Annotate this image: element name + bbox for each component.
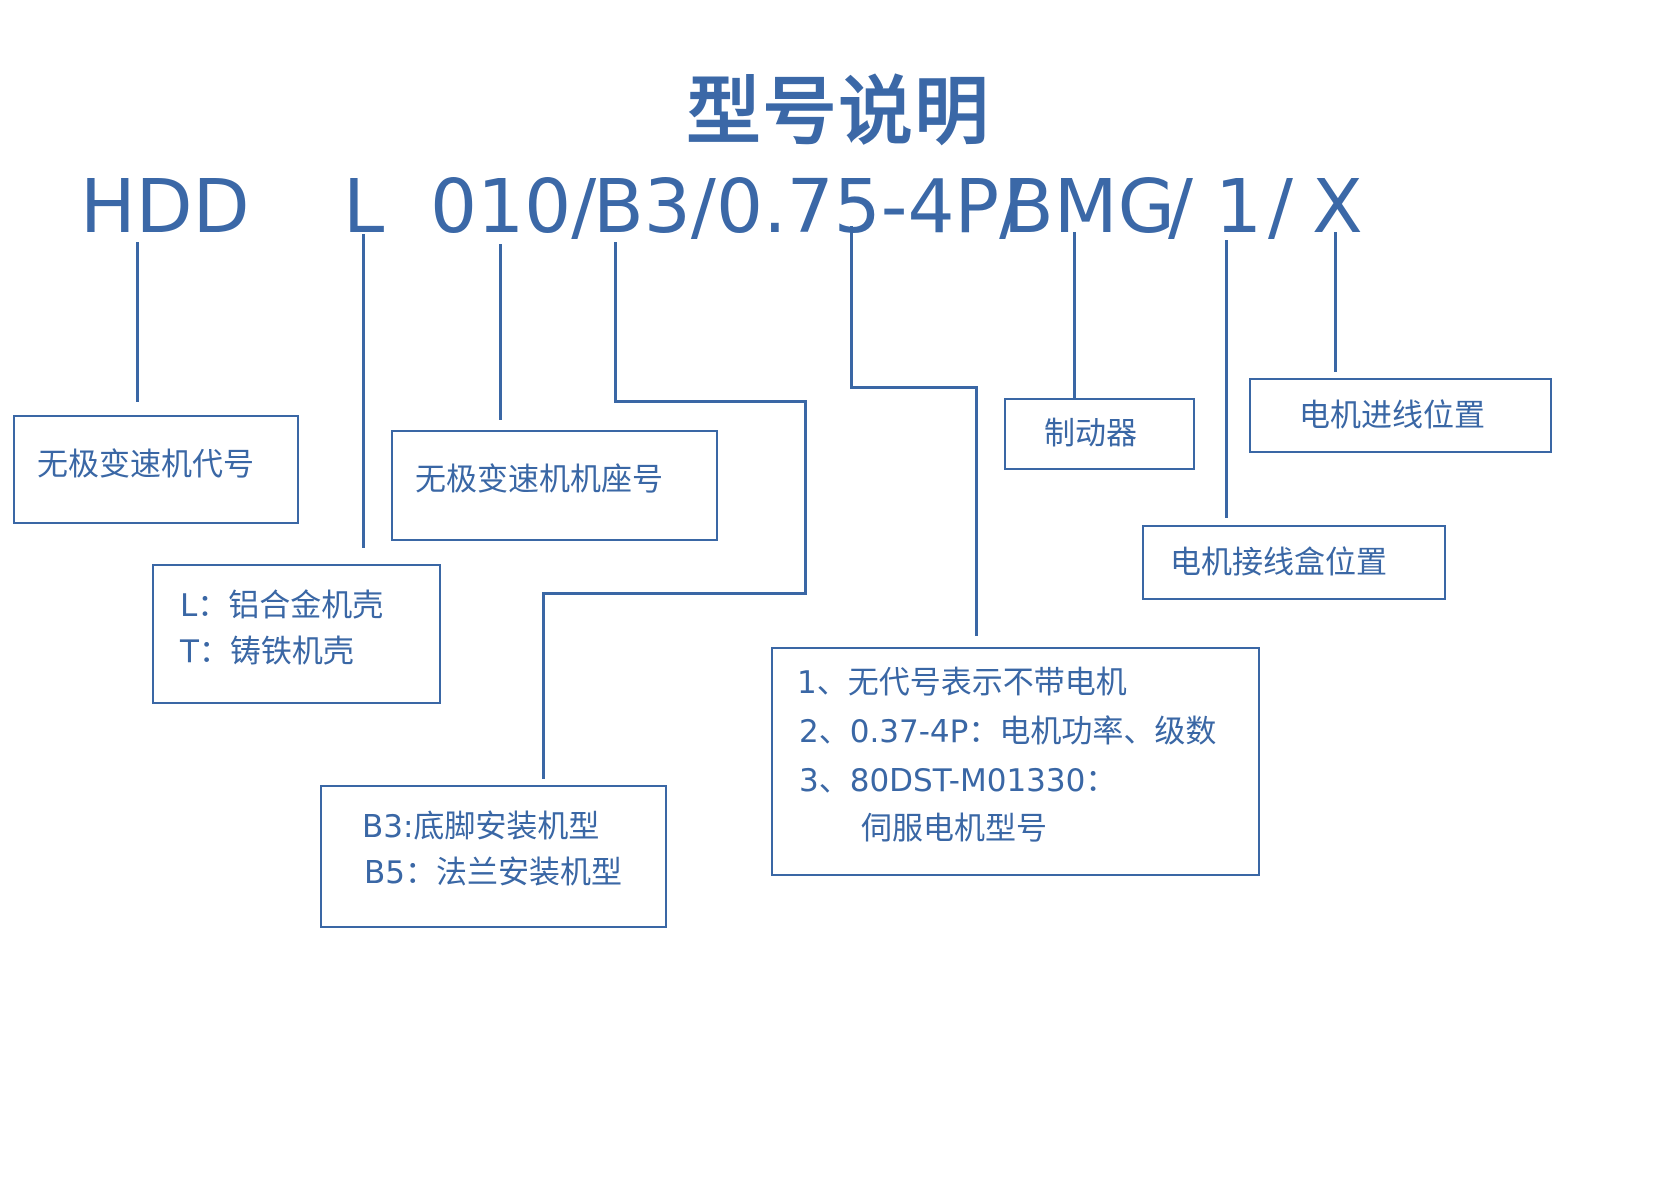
connector-mounting-5: [542, 592, 545, 779]
connector-series: [136, 242, 139, 402]
connector-mounting-3: [804, 400, 807, 595]
box-brake-label: 制动器: [1044, 416, 1137, 452]
connector-motor-3: [975, 386, 978, 636]
connector-motor-2: [850, 386, 978, 389]
code-frame-size: 010/: [430, 164, 597, 250]
code-separator-1: /: [1168, 164, 1193, 250]
box-brake: 制动器: [1004, 398, 1195, 470]
box-housing: L：铝合金机壳 T：铸铁机壳: [152, 564, 441, 704]
connector-mounting-4: [542, 592, 807, 595]
box-housing-line-1: L：铝合金机壳: [180, 588, 384, 624]
code-mounting: B3/: [593, 164, 716, 250]
box-series-label: 无极变速机代号: [37, 447, 254, 483]
box-motor: 1、无代号表示不带电机 2、0.37-4P：电机功率、级数 3、80DST-M0…: [771, 647, 1260, 876]
box-housing-line-2: T：铸铁机壳: [180, 634, 354, 670]
box-motor-line-4: 伺服电机型号: [861, 811, 1047, 847]
code-junction-box: 1: [1215, 164, 1263, 250]
code-motor: 0.75-4P/: [716, 164, 1025, 250]
box-mounting: B3:底脚安装机型 B5：法兰安装机型: [320, 785, 667, 928]
connector-mounting-1: [614, 242, 617, 402]
code-brake: BMG: [1003, 164, 1175, 250]
code-series: HDD: [80, 164, 250, 250]
connector-housing: [362, 234, 365, 548]
box-series: 无极变速机代号: [13, 415, 299, 524]
box-motor-line-3: 3、80DST-M01330：: [799, 763, 1117, 799]
box-cable-entry: 电机进线位置: [1249, 378, 1552, 453]
code-housing: L: [343, 164, 385, 250]
connector-cable-entry: [1334, 232, 1337, 372]
connector-motor-1: [850, 226, 853, 388]
box-mounting-line-2: B5：法兰安装机型: [364, 855, 622, 891]
code-cable-entry: X: [1312, 164, 1363, 250]
page-title: 型号说明: [686, 69, 991, 155]
connector-frame: [499, 244, 502, 420]
box-junction-box: 电机接线盒位置: [1142, 525, 1446, 600]
code-separator-2: /: [1268, 164, 1293, 250]
box-junction-box-label: 电机接线盒位置: [1170, 545, 1387, 581]
box-cable-entry-label: 电机进线位置: [1299, 398, 1485, 434]
box-frame-label: 无极变速机机座号: [415, 462, 663, 498]
box-mounting-line-1: B3:底脚安装机型: [362, 809, 600, 845]
connector-junction-box: [1225, 240, 1228, 518]
box-motor-line-2: 2、0.37-4P：电机功率、级数: [799, 714, 1217, 750]
box-frame: 无极变速机机座号: [391, 430, 718, 541]
box-motor-line-1: 1、无代号表示不带电机: [797, 665, 1127, 701]
connector-mounting-2: [614, 400, 807, 403]
connector-brake: [1073, 232, 1076, 398]
